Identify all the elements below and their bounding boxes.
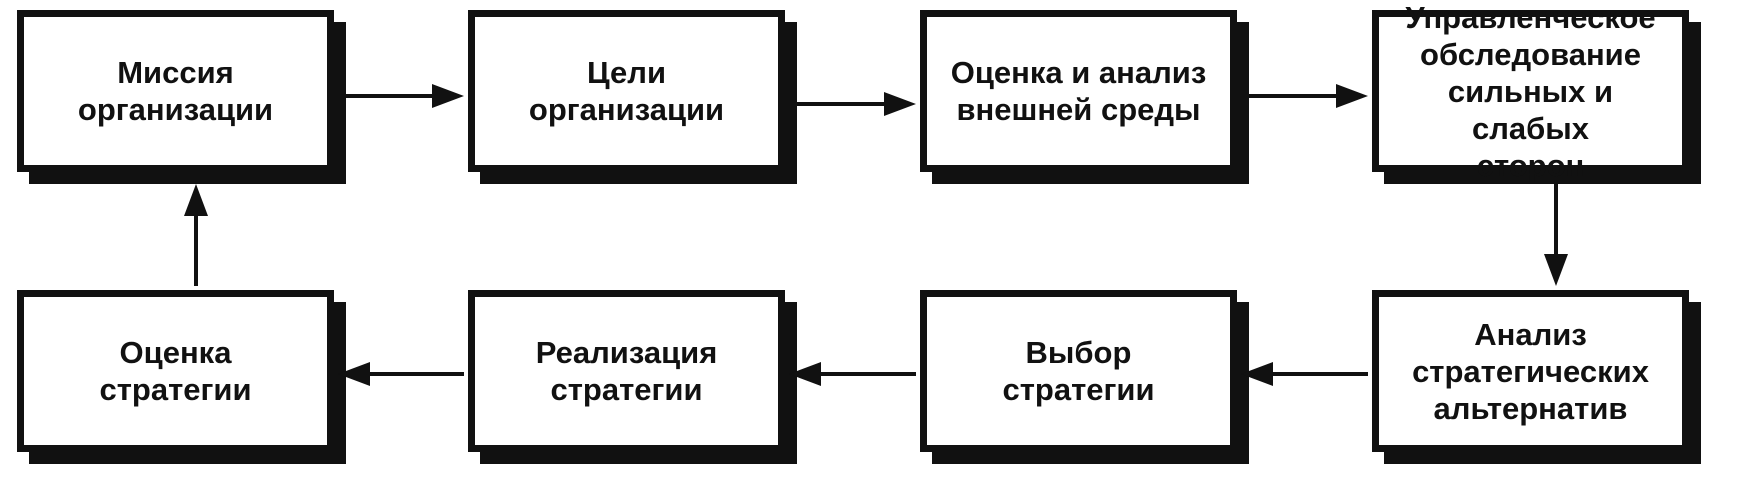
box-strategy-evaluation-label: Оценка стратегии: [99, 335, 252, 407]
box-internal-survey-label: Управленческое обследование сильных и сл…: [1405, 0, 1656, 183]
box-goals-label: Цели организации: [528, 55, 725, 127]
arrow-internal-to-alternatives: [1544, 184, 1568, 286]
box-mission-label: Миссия организации: [77, 55, 274, 127]
arrow-external-to-internal: [1249, 84, 1368, 108]
arrow-evaluation-to-mission: [184, 184, 208, 286]
box-external-analysis: Оценка и анализ внешней среды: [920, 10, 1237, 172]
box-strategy-implementation: Реализация стратегии: [468, 290, 785, 452]
box-mission: Миссия организации: [17, 10, 334, 172]
box-strategy-choice: Выбор стратегии: [920, 290, 1237, 452]
arrow-mission-to-goals: [346, 84, 464, 108]
arrow-choice-to-implementation: [789, 362, 916, 386]
box-strategy-implementation-label: Реализация стратегии: [535, 335, 718, 407]
box-strategic-alternatives-label: Анализ стратегических альтернатив: [1412, 316, 1649, 426]
box-strategic-alternatives: Анализ стратегических альтернатив: [1372, 290, 1689, 452]
box-internal-survey: Управленческое обследование сильных и сл…: [1372, 0, 1689, 183]
box-strategy-choice-label: Выбор стратегии: [1002, 335, 1155, 407]
box-goals: Цели организации: [468, 10, 785, 172]
arrow-alternatives-to-choice: [1241, 362, 1368, 386]
box-external-analysis-label: Оценка и анализ внешней среды: [950, 55, 1207, 127]
arrow-implementation-to-evaluation: [338, 362, 464, 386]
arrow-goals-to-external: [797, 92, 916, 116]
box-strategy-evaluation: Оценка стратегии: [17, 290, 334, 452]
